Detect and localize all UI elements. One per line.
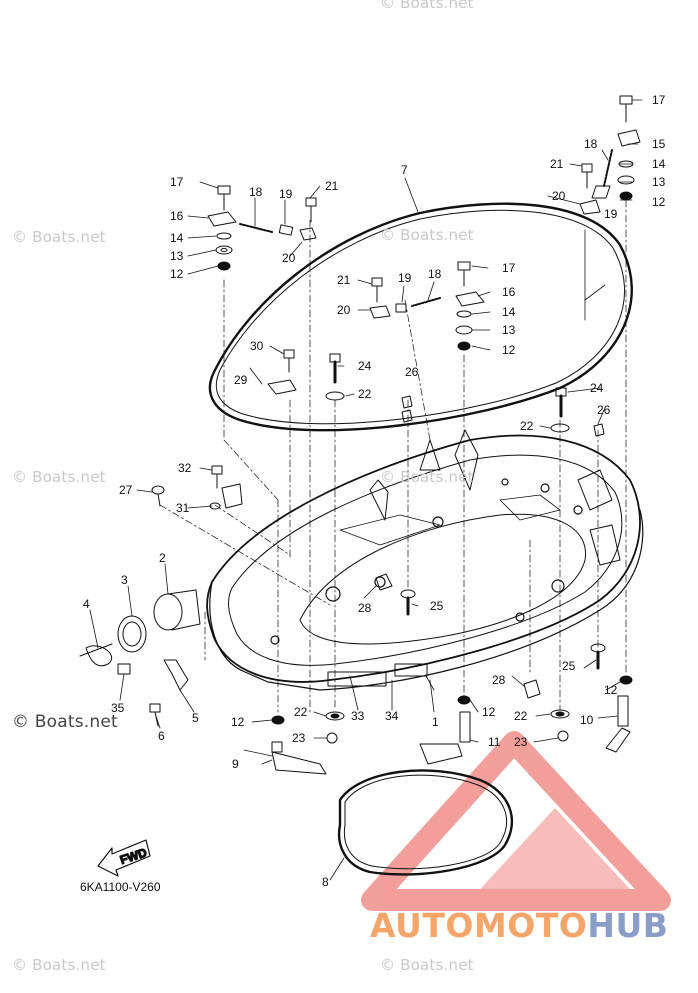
callout: 13 — [652, 175, 666, 189]
callout: 17 — [502, 261, 516, 275]
callout: 25 — [430, 599, 444, 613]
callout: 1 — [432, 715, 439, 729]
callout: 21 — [325, 179, 339, 193]
callout: 33 — [351, 709, 365, 723]
callout: 21 — [550, 157, 564, 171]
lower-rubber-seal — [337, 769, 514, 876]
callout: 20 — [337, 303, 351, 317]
callout: 16 — [170, 209, 184, 223]
callout: 34 — [385, 709, 399, 723]
callout: 8 — [322, 875, 329, 889]
callout: 24 — [358, 359, 372, 373]
callout: 4 — [83, 597, 90, 611]
brand-logo-icon — [361, 731, 671, 911]
callout: 12 — [502, 343, 516, 357]
callout: 6 — [158, 729, 165, 743]
callout: 26 — [405, 365, 419, 379]
brand-part1: AUTOMOTO — [370, 906, 588, 945]
leader-lines — [89, 99, 643, 881]
callout: 13 — [502, 323, 516, 337]
callout: 24 — [590, 381, 604, 395]
callout: 18 — [428, 267, 442, 281]
callout: 12 — [231, 715, 245, 729]
callout: 27 — [119, 483, 133, 497]
callout: 21 — [337, 273, 351, 287]
callout: 28 — [492, 673, 506, 687]
fwd-label: FWD — [118, 845, 149, 867]
brand-wordmark: AUTOMOTOHUB — [370, 906, 668, 945]
callout: 20 — [552, 189, 566, 203]
callout: 18 — [249, 185, 263, 199]
callout: 23 — [514, 735, 528, 749]
callout: 17 — [652, 93, 666, 107]
callout: 30 — [250, 339, 264, 353]
callout: 12 — [170, 267, 184, 281]
callout: 28 — [358, 601, 372, 615]
callout: 29 — [234, 373, 248, 387]
callout: 12 — [652, 195, 666, 209]
watermark: © Boats.net — [380, 226, 474, 244]
callout: 18 — [584, 137, 598, 151]
callout: 23 — [292, 731, 306, 745]
callout: 19 — [398, 271, 412, 285]
callout: 14 — [170, 231, 184, 245]
assembly-guide-lines — [159, 199, 627, 713]
brand-part2: HUB — [587, 906, 669, 945]
watermark: © Boats.net — [12, 956, 106, 974]
callout: 35 — [111, 701, 125, 715]
callout: 22 — [514, 709, 528, 723]
callout: 14 — [502, 305, 516, 319]
callout: 16 — [502, 285, 516, 299]
callout: 13 — [170, 249, 184, 263]
watermark: © Boats.net — [12, 712, 118, 732]
upper-rubber-seal — [208, 202, 633, 432]
callout: 22 — [294, 705, 308, 719]
callout: 11 — [488, 735, 501, 749]
diagram-code: 6KA1100-V260 — [80, 880, 161, 894]
callout: 2 — [159, 551, 166, 565]
callout: 19 — [604, 207, 618, 221]
callout: 22 — [520, 419, 534, 433]
callout: 10 — [580, 713, 594, 727]
callout: 7 — [401, 163, 408, 177]
bottom-cowling — [206, 429, 644, 691]
forward-arrow-icon: FWD — [97, 839, 151, 877]
callout: 12 — [482, 705, 496, 719]
hardware-parts — [79, 95, 641, 775]
callout: 3 — [121, 573, 128, 587]
callout: 19 — [279, 187, 293, 201]
callout-labels: 17 18 19 21 16 14 13 12 20 7 21 19 18 17… — [83, 93, 666, 889]
watermark: © Boats.net — [380, 956, 474, 974]
callout: 5 — [192, 711, 199, 725]
callout: 14 — [652, 157, 666, 171]
callout: 26 — [597, 403, 611, 417]
callout: 15 — [652, 137, 666, 151]
callout: 20 — [282, 251, 296, 265]
watermark: © Boats.net — [380, 0, 474, 12]
callout: 32 — [178, 461, 192, 475]
callout: 12 — [604, 683, 618, 697]
callout: 25 — [562, 659, 576, 673]
callout: 31 — [176, 501, 190, 515]
callout: 22 — [358, 387, 372, 401]
callout: 17 — [170, 175, 184, 189]
watermark: © Boats.net — [12, 468, 106, 486]
watermark: © Boats.net — [12, 228, 106, 246]
watermark: © Boats.net — [380, 468, 474, 486]
callout: 9 — [232, 757, 239, 771]
